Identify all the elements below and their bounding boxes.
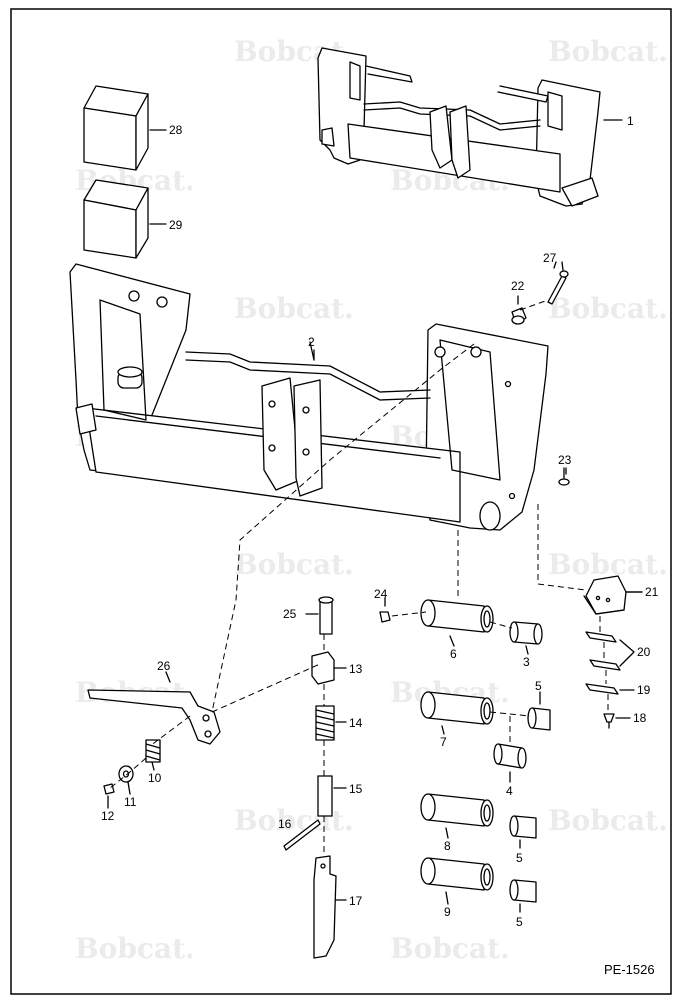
nut-23: [558, 467, 570, 486]
cover-21: [583, 575, 643, 615]
spring-14: [315, 705, 347, 741]
wedge-17: [313, 855, 347, 959]
callout-24: 24: [374, 587, 388, 601]
callout-5a: 5: [535, 679, 542, 693]
spring-10: [145, 739, 161, 771]
screw-18: [603, 713, 631, 729]
pin-sleeve-6: [420, 599, 494, 647]
bushing-3: [509, 621, 543, 655]
watermark: Bobcat.: [548, 35, 668, 68]
bolt-27: [547, 261, 569, 305]
grease-fitting-22: [511, 295, 527, 325]
callout-27: 27: [543, 251, 557, 265]
callout-layer: 1 2 3 4 5 6 7 8 9 10 11 12 13 14 15 16 1…: [101, 114, 659, 929]
bushing-5b: [509, 815, 537, 849]
pin-sleeve-9: [420, 857, 494, 905]
callout-18: 18: [633, 711, 647, 725]
lower-mounting-frame: [69, 263, 549, 531]
callout-10: 10: [148, 771, 162, 785]
nut-24: [379, 597, 391, 623]
watermark: Bobcat.: [234, 804, 354, 837]
callout-8: 8: [444, 839, 451, 853]
watermark: Bobcat.: [548, 292, 668, 325]
lever-26: [87, 671, 221, 745]
dashed-line: [537, 504, 587, 591]
roll-pin-16: [283, 819, 321, 851]
watermark: Bobcat.: [390, 932, 510, 965]
watermark: Bobcat.: [548, 804, 668, 837]
washer-11: [118, 765, 134, 795]
dashed-line: [109, 757, 147, 789]
pin-sleeve-7: [420, 691, 494, 735]
callout-5b: 5: [516, 851, 523, 865]
dashed-line: [391, 611, 427, 617]
dashed-line: [519, 299, 549, 311]
decal-box-29: [83, 179, 167, 259]
callout-5c: 5: [516, 915, 523, 929]
block-13: [311, 651, 347, 685]
callout-17: 17: [349, 894, 363, 908]
callout-23: 23: [558, 453, 572, 467]
page-border: [10, 8, 672, 995]
sleeve-15: [317, 775, 347, 817]
callout-2: 2: [308, 335, 315, 349]
dashed-line: [489, 711, 531, 717]
callout-19: 19: [637, 683, 651, 697]
plate-19: [585, 683, 635, 695]
callout-14: 14: [349, 716, 363, 730]
callout-3: 3: [523, 655, 530, 669]
dashed-line: [211, 343, 475, 713]
watermark: Bobcat.: [75, 932, 195, 965]
dashed-line: [149, 715, 191, 747]
bushing-5c: [509, 879, 537, 913]
callout-29: 29: [169, 218, 183, 232]
dashed-line: [489, 621, 513, 629]
callout-28: 28: [169, 123, 183, 137]
bushing-4: [493, 743, 527, 783]
dashed-line: [211, 663, 321, 713]
pin-sleeve-8: [420, 793, 494, 839]
callout-13: 13: [349, 662, 363, 676]
callout-26: 26: [157, 659, 171, 673]
callout-22: 22: [511, 279, 525, 293]
plates-20: [585, 631, 635, 671]
assembly-lines: [109, 299, 609, 856]
callout-11: 11: [124, 795, 137, 809]
watermark: Bobcat.: [234, 292, 354, 325]
pin-25: [305, 596, 334, 635]
callout-12: 12: [101, 809, 115, 823]
upper-mounting-frame: [317, 47, 623, 207]
drawing-code: PE-1526: [604, 962, 655, 977]
callout-9: 9: [444, 905, 451, 919]
callout-6: 6: [450, 647, 457, 661]
callout-16: 16: [278, 817, 292, 831]
callout-1: 1: [627, 114, 634, 128]
callout-7: 7: [440, 735, 447, 749]
leader-27: [553, 261, 557, 269]
callout-20: 20: [637, 645, 651, 659]
watermark: Bobcat.: [234, 548, 354, 581]
callout-15: 15: [349, 782, 363, 796]
callout-25: 25: [283, 607, 297, 621]
decal-box-28: [83, 85, 167, 171]
bushing-5a: [527, 691, 551, 731]
nut-12: [103, 783, 115, 809]
callout-4: 4: [506, 784, 513, 798]
watermark: Bobcat.: [548, 548, 668, 581]
callout-21: 21: [645, 585, 659, 599]
